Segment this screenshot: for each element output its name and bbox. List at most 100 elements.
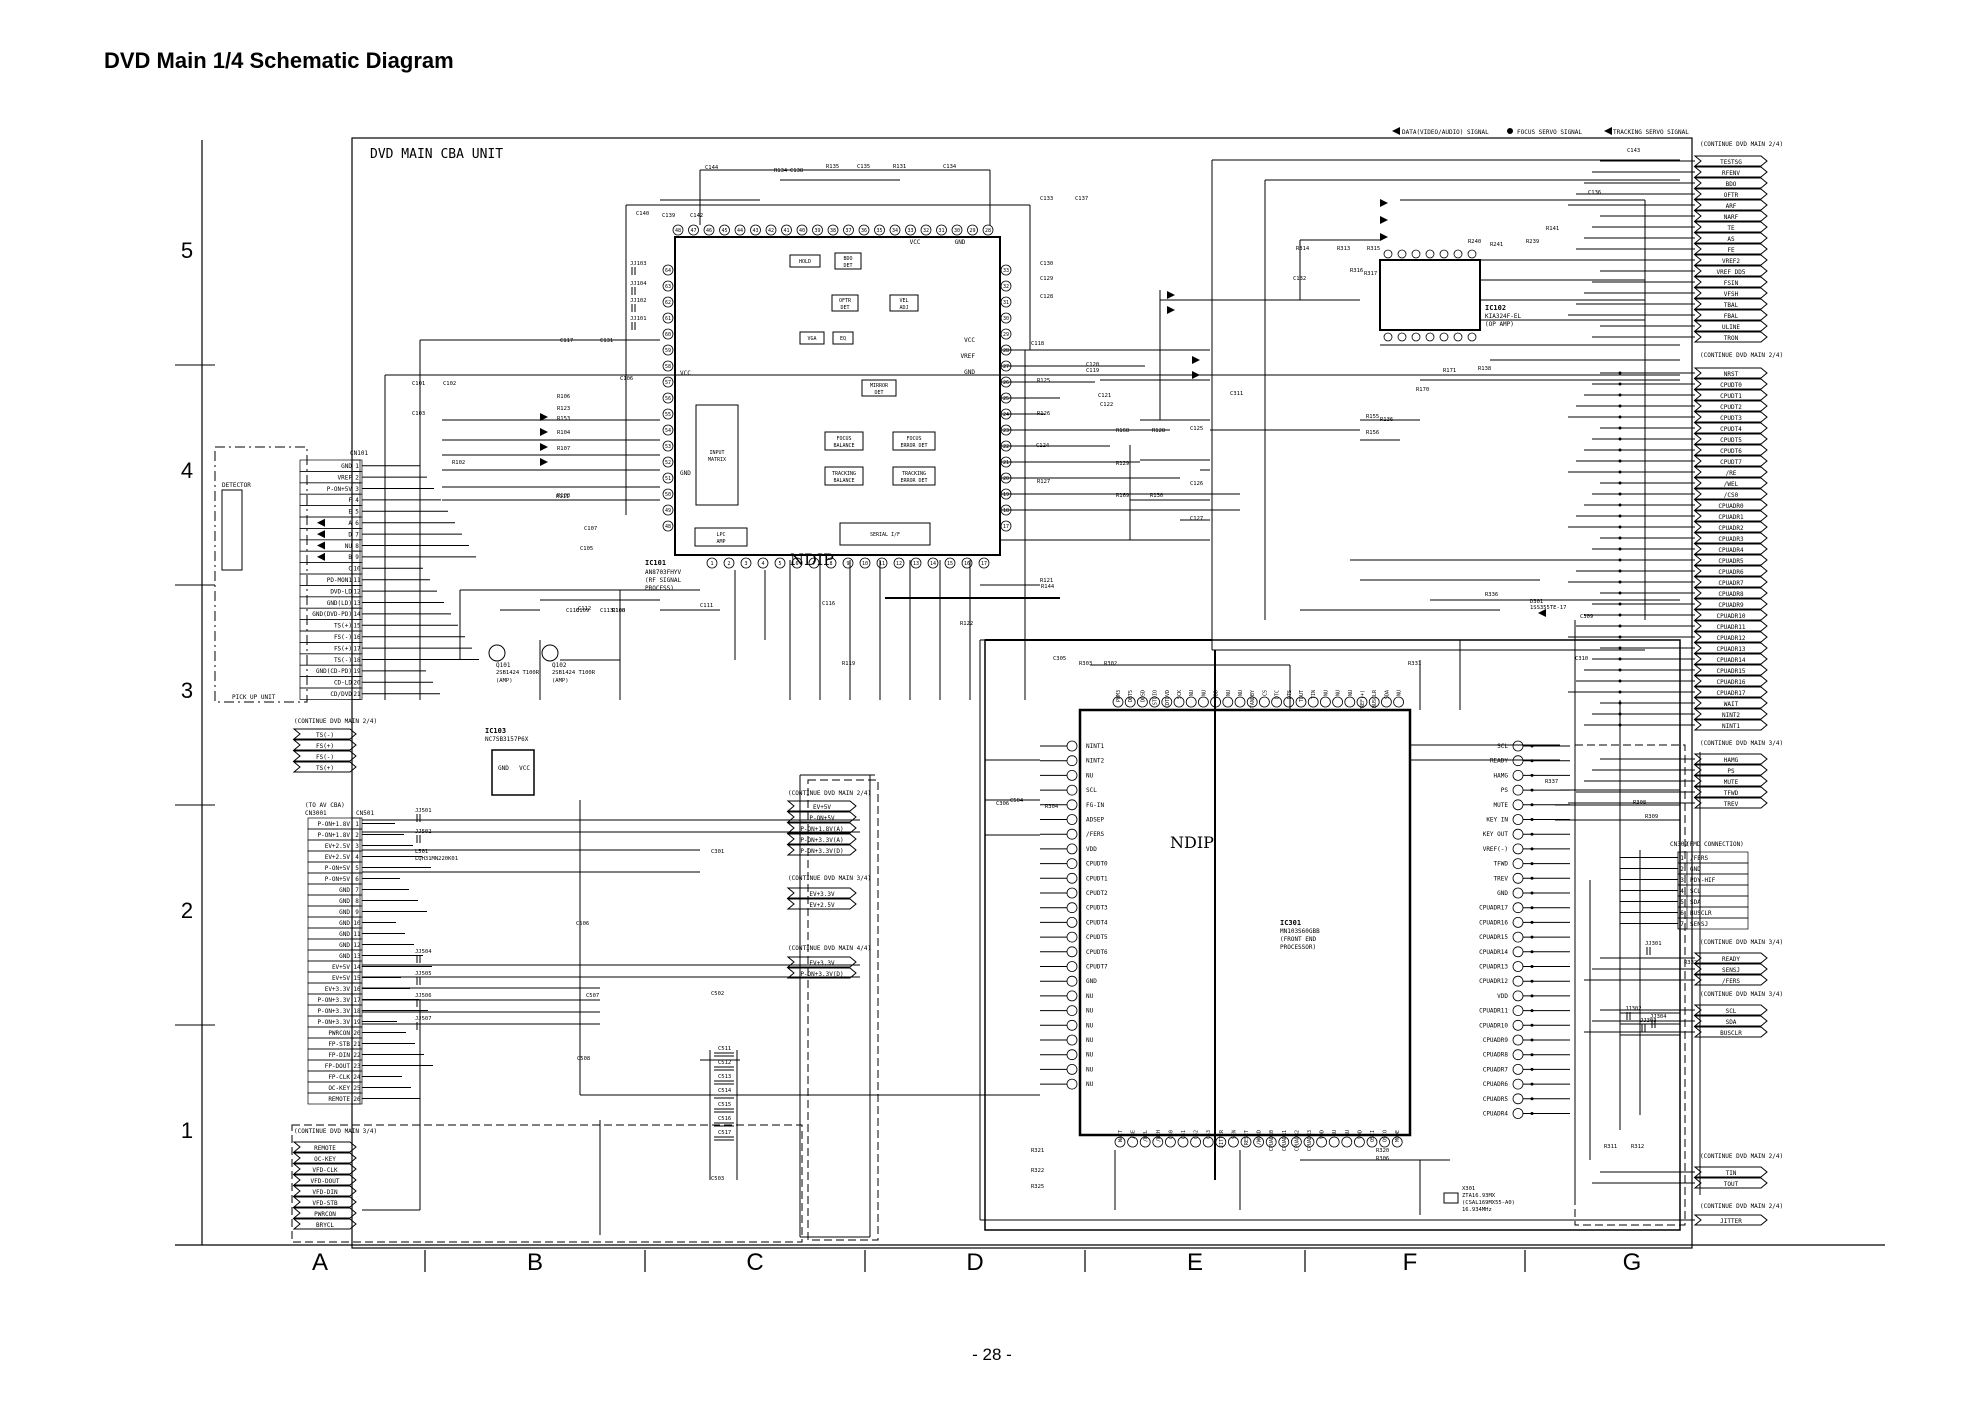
ic101-block-input-matrix bbox=[695, 404, 739, 506]
left-signal-p-on-3-3v-a--label: P-ON+3.3V(A) bbox=[800, 837, 843, 844]
cn302-pin-box bbox=[1677, 862, 1749, 875]
cap-c121: C121 bbox=[1098, 393, 1111, 399]
ic301-pin-right bbox=[1512, 1049, 1524, 1061]
ic101-pin-right bbox=[1000, 296, 1012, 308]
resistor-r321: R321 bbox=[1031, 1148, 1044, 1154]
cap-c113: C113 bbox=[600, 608, 613, 614]
resistor-r322: R322 bbox=[1031, 1168, 1044, 1174]
right-signal-oftr bbox=[1693, 188, 1768, 200]
cap-c127: C127 bbox=[1190, 516, 1203, 522]
ic101-pin-num: 15 bbox=[947, 561, 953, 567]
ic301-pin-left bbox=[1066, 740, 1078, 752]
cn501-pin-p-on-3-3v: P-ON+3.3V bbox=[317, 1019, 350, 1026]
right-signal-cpuadr6 bbox=[1693, 565, 1768, 577]
left-signal-fs- bbox=[292, 750, 357, 762]
left-signal-p-on-3-3v-d--label: P-ON+3.3V(D) bbox=[800, 971, 843, 978]
left-signal-ev-2-5v-label: EV+2.5V bbox=[809, 902, 835, 909]
ic101-block-tracking-balance bbox=[824, 466, 864, 486]
ic101-top-vcc: VCC bbox=[910, 239, 921, 246]
ic101-pin-right bbox=[1000, 328, 1012, 340]
ic301-pin-top bbox=[1173, 696, 1185, 708]
jumper-jj304: JJ304 bbox=[1650, 1014, 1667, 1020]
right-signal-sda bbox=[1693, 1015, 1768, 1027]
cn302-pin-num: 4 bbox=[1680, 888, 1684, 895]
ic101-pin-vcc: VCC bbox=[680, 370, 691, 377]
resistor-r239: R239 bbox=[1526, 239, 1539, 245]
left-signal-vfd-din-label: VFD-DIN bbox=[312, 1189, 338, 1196]
right-signal-tfwd bbox=[1693, 786, 1768, 798]
right-signal-narf bbox=[1693, 210, 1768, 222]
pickup-unit-frame bbox=[214, 446, 308, 703]
cn101-pin-d: D bbox=[348, 531, 352, 538]
ic101-pin-num: 52 bbox=[665, 460, 671, 466]
right-signal-cpuadr5 bbox=[1693, 554, 1768, 566]
row-label-1: 1 bbox=[181, 1118, 193, 1143]
ic301-pin-cpuadr3: CPUADR3 bbox=[1307, 1130, 1313, 1151]
ic301-pin-top bbox=[1295, 696, 1307, 708]
ic301-pin-bottom bbox=[1114, 1136, 1126, 1148]
resistor-r331: R331 bbox=[1408, 661, 1421, 667]
page-number: - 28 - bbox=[972, 1345, 1012, 1364]
right-signal-hamg-label: HAMG bbox=[1724, 757, 1739, 764]
ic301-pin-right bbox=[1512, 755, 1524, 767]
ic301-pin-osci: OSCI bbox=[1370, 1130, 1376, 1142]
cn101-pin-num: 5 bbox=[355, 509, 359, 516]
ic101-pin-num: 18 bbox=[1003, 508, 1009, 514]
fp-dashed-frame bbox=[291, 1124, 803, 1243]
ic301-pin-left bbox=[1066, 828, 1078, 840]
right-signal-cpuadr7 bbox=[1693, 576, 1768, 588]
ic101-block-tracking-error-det bbox=[892, 466, 936, 486]
ic101-pin-num: 50 bbox=[665, 492, 671, 498]
ic101-pin-num: 4 bbox=[761, 561, 764, 567]
cn101-signal-arrow bbox=[317, 552, 325, 561]
d301-ref: D301 bbox=[1530, 599, 1543, 605]
ic301-pin-nu: NU bbox=[1086, 1022, 1094, 1029]
ic301-pin-bottom bbox=[1177, 1136, 1189, 1148]
ic101-pin-num: 8 bbox=[829, 561, 832, 567]
right-signal-cpudt0-label: CPUDT0 bbox=[1720, 382, 1742, 389]
ic101-block-label: MIRROR bbox=[870, 383, 889, 389]
ic301-pin-nu: NU bbox=[1397, 690, 1403, 696]
cn302-pin-gnd: GND bbox=[1690, 866, 1701, 873]
ic101-pin-num: 5 bbox=[778, 561, 781, 567]
cn501-pin-num: 2 bbox=[355, 832, 359, 839]
ic101-pin-num: 45 bbox=[721, 228, 727, 234]
left-signal-ts--label: TS(-) bbox=[316, 732, 334, 739]
right-signal-bdo-label: BDO bbox=[1726, 181, 1737, 188]
jumper-jj101: JJ101 bbox=[630, 316, 647, 322]
d301-symbol bbox=[1538, 609, 1546, 617]
right-signal-ps-label: PS bbox=[1727, 768, 1735, 775]
ic101-pin-left bbox=[662, 392, 674, 404]
cn501-ref: CN501 bbox=[356, 810, 374, 817]
right-signal-cpuadr8-label: CPUADR8 bbox=[1718, 591, 1744, 598]
ic101-pin-num: 13 bbox=[913, 561, 919, 567]
ic101-pin-top bbox=[936, 224, 947, 236]
ic101-pin-num: 47 bbox=[690, 228, 696, 234]
ic301-pin-cs0: CS0 bbox=[1168, 1130, 1174, 1139]
ic101-pin-left bbox=[662, 504, 674, 516]
ic101-block-label: FOCUS bbox=[836, 436, 851, 442]
ic101-pin-num: 61 bbox=[665, 316, 671, 322]
cn101-pin-cd-ld: CD-LD bbox=[334, 680, 352, 687]
ic101-pin-num: 32 bbox=[923, 228, 929, 234]
ic301-pin-top bbox=[1393, 696, 1404, 708]
ic301-pin-bottom bbox=[1139, 1136, 1151, 1148]
ic301-pin-ps: PS bbox=[1501, 787, 1509, 794]
signal-flow-arrow bbox=[540, 443, 548, 451]
ic301-pin-standby: STANDBY bbox=[1250, 690, 1256, 711]
cn302-pin-num: 2 bbox=[1680, 866, 1684, 873]
cap-c137: C137 bbox=[1075, 196, 1088, 202]
col-label-A: A bbox=[312, 1249, 328, 1276]
ic301-pin-vdd: VDD bbox=[1357, 1130, 1363, 1139]
cn302-pin-num: 3 bbox=[1680, 877, 1684, 884]
ic101-block-label: DET bbox=[874, 390, 883, 396]
cap-c511: C511 bbox=[718, 1046, 731, 1052]
ic301-pin-nu: NU bbox=[1086, 1081, 1094, 1088]
junction-dot bbox=[1618, 492, 1622, 496]
junction-dot bbox=[1530, 891, 1534, 895]
ic101-pin-num: 56 bbox=[665, 396, 671, 402]
resistor-r130: R130 bbox=[1150, 493, 1163, 499]
right-signal-uline-label: ULINE bbox=[1722, 324, 1740, 331]
junction-dot bbox=[1618, 602, 1622, 606]
col-label-B: B bbox=[527, 1249, 543, 1276]
